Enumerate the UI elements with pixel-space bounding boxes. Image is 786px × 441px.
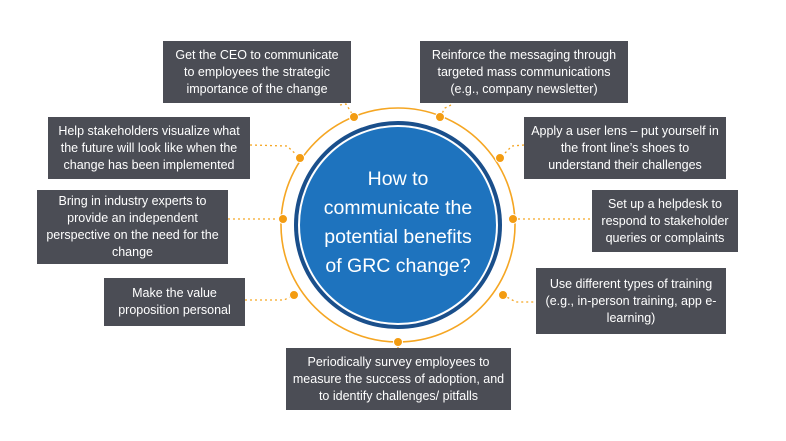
ring-dots bbox=[278, 112, 518, 347]
dot-helpdesk bbox=[508, 214, 518, 224]
box-reinforce-messaging: Reinforce the messaging through targeted… bbox=[420, 41, 628, 103]
box-training-types: Use different types of training (e.g., i… bbox=[536, 268, 726, 334]
center-line-2: communicate the bbox=[323, 197, 473, 219]
dot-value bbox=[289, 290, 299, 300]
box-help-visualize: Help stakeholders visualize what the fut… bbox=[48, 117, 250, 179]
connector-training bbox=[502, 294, 536, 303]
center-question: How to communicate the potential benefit… bbox=[304, 160, 492, 286]
connector-ceo bbox=[339, 103, 355, 118]
dot-survey bbox=[393, 337, 403, 347]
dot-training bbox=[498, 290, 508, 300]
connector-visualize bbox=[249, 144, 301, 159]
connector-reinforce bbox=[439, 104, 452, 118]
dot-experts bbox=[278, 214, 288, 224]
dot-reinforce bbox=[435, 112, 445, 122]
box-ceo-communicate: Get the CEO to communicate to employees … bbox=[163, 41, 351, 103]
dot-user-lens bbox=[495, 153, 505, 163]
box-industry-experts: Bring in industry experts to provide an … bbox=[37, 190, 228, 264]
center-line-3: potential benefits bbox=[324, 226, 472, 248]
center-circle-inner bbox=[298, 125, 498, 325]
center-line-4: of GRC change? bbox=[325, 255, 471, 277]
box-helpdesk: Set up a helpdesk to respond to stakehol… bbox=[592, 190, 738, 252]
box-user-lens: Apply a user lens – put yourself in the … bbox=[524, 117, 726, 179]
dot-visualize bbox=[295, 153, 305, 163]
connector-value bbox=[245, 294, 295, 301]
dot-ceo bbox=[349, 112, 359, 122]
box-periodic-survey: Periodically survey employees to measure… bbox=[286, 348, 511, 410]
center-line-1: How to bbox=[367, 168, 429, 190]
box-value-proposition: Make the value proposition personal bbox=[104, 278, 245, 326]
